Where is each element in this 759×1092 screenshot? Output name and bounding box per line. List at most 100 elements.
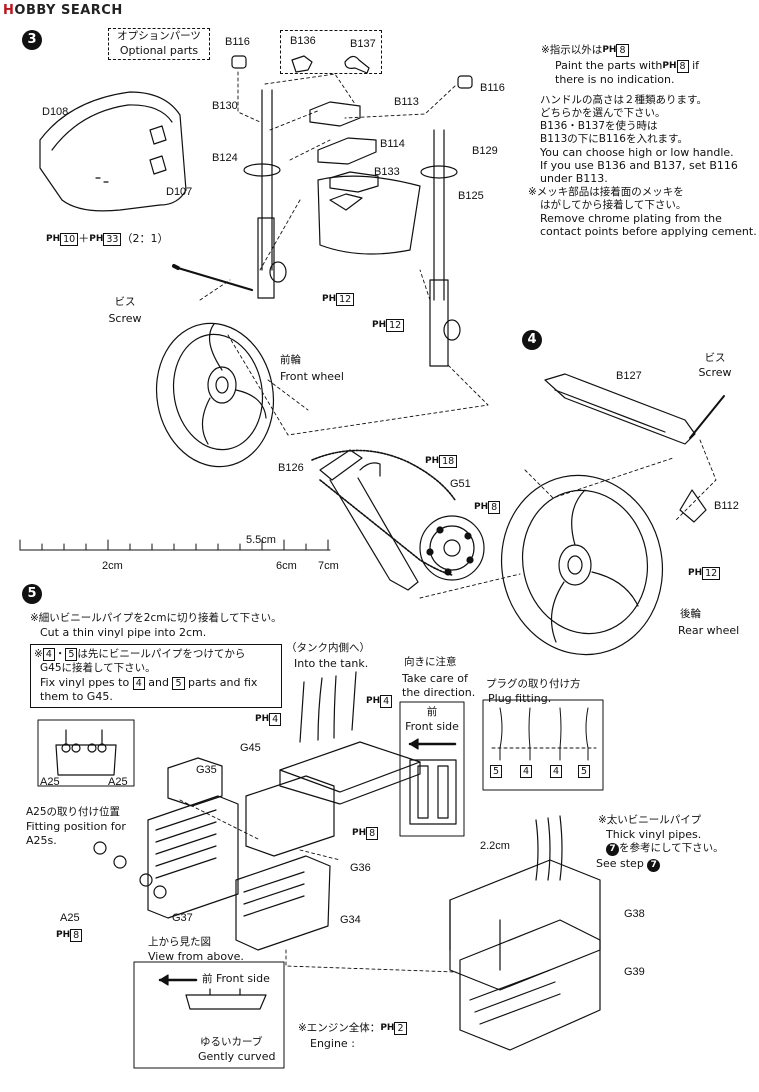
part-label-d108: D108 xyxy=(42,106,69,118)
note-handle-jp4: B113の下にB116を入れます。 xyxy=(540,133,688,145)
screw-label-en: Screw xyxy=(108,312,142,325)
note-handle-en1: You can choose high or low handle. xyxy=(540,146,734,159)
sprocket-art xyxy=(419,515,485,581)
part-label-b112: B112 xyxy=(714,500,739,512)
part-label-b125: B125 xyxy=(458,190,484,202)
ruler-label-7cm: 7cm xyxy=(318,560,339,572)
optional-parts-jp: オプションパーツ xyxy=(117,30,201,42)
plug-num-1: 5 xyxy=(490,764,503,778)
optional-parts-en: Optional parts xyxy=(119,44,199,57)
chain-art xyxy=(311,449,456,576)
a25-position-en2: A25s. xyxy=(26,834,57,847)
tank-label-en: Into the tank. xyxy=(294,657,369,670)
screw-label-jp: ビス xyxy=(114,296,136,308)
note-handle-en2: If you use B136 and B137, set B116 xyxy=(540,159,738,172)
part-label-b127: B127 xyxy=(616,370,642,382)
engine-paint-en: Engine : xyxy=(310,1037,355,1050)
part-label-g38: G38 xyxy=(624,908,645,920)
front-fork-legs xyxy=(243,89,461,367)
vinyl-note-jp: ※細いビニールパイプを2cmに切り接着して下さい。 xyxy=(30,612,282,624)
part-label-b129: B129 xyxy=(472,145,498,157)
a25-sketch xyxy=(55,729,117,776)
note-handle-en3: under B113. xyxy=(540,172,608,185)
fix-vinyl-en1: Fix vinyl ppes to 4 and 5 parts and fix xyxy=(40,676,258,690)
note-chrome-en1: Remove chrome plating from the xyxy=(540,212,722,225)
part-label-b133: B133 xyxy=(374,166,400,178)
rear-wheel-en: Rear wheel xyxy=(678,624,740,637)
part-label-b136: B136 xyxy=(290,35,316,47)
ruler-label-2cm: 2cm xyxy=(102,560,123,572)
swingarm-art xyxy=(319,373,725,591)
part-label-b124: B124 xyxy=(212,152,238,164)
front-wheel-en: Front wheel xyxy=(280,370,344,383)
length-2-2cm: 2.2cm xyxy=(480,840,510,852)
note-handle-jp1: ハンドルの高さは２種類あります。 xyxy=(540,94,707,106)
part-label-g39: G39 xyxy=(624,966,645,978)
front-wheel-art xyxy=(155,322,275,468)
plug-fitting-en: Plug fitting. xyxy=(488,692,552,705)
g35-g36-art xyxy=(167,757,335,857)
fix-vinyl-en2: them to G45. xyxy=(40,690,113,703)
step-number-4: 4 xyxy=(522,330,542,350)
front-wheel-jp: 前輪 xyxy=(280,354,301,366)
a25-position-en1: Fitting position for xyxy=(26,820,126,833)
step-number-5: 5 xyxy=(22,584,42,604)
part-label-g35: G35 xyxy=(196,764,217,776)
note-chrome-jp2: はがしてから接着して下さい。 xyxy=(540,199,687,211)
optional-parts-box xyxy=(108,28,210,60)
thick-pipe-jp: ※太いビニールパイプ xyxy=(598,814,702,826)
part-label-b126: B126 xyxy=(278,462,304,474)
fix-vinyl-note-box xyxy=(30,644,282,708)
direction-note-en2: the direction. xyxy=(402,686,476,699)
note-chrome-en2: contact points before applying cement. xyxy=(540,225,757,238)
view-above-jp: 上から見た図 xyxy=(148,936,211,948)
rear-wheel-jp: 後輪 xyxy=(680,608,701,620)
part-label-b116-2: B116 xyxy=(480,82,505,94)
optional-handle-box xyxy=(280,30,382,74)
direction-sketch xyxy=(408,738,457,825)
direction-note-jp: 向きに注意 xyxy=(404,656,457,668)
note-chrome-jp1: ※メッキ部品は接着面のメッキを xyxy=(528,186,684,198)
part-label-a25-bottom: A25 xyxy=(60,912,80,924)
part-label-g34: G34 xyxy=(340,914,361,926)
plug-num-2: 4 xyxy=(520,764,533,778)
screw2-label-jp: ビス xyxy=(704,352,726,364)
note-paint-en2: there is no indication. xyxy=(555,73,675,86)
plug-fitting-jp: プラグの取り付け方 xyxy=(486,678,581,690)
g37-g34-cylinders xyxy=(93,795,331,951)
see-step-en: See step 7 xyxy=(596,857,661,872)
curve-label-en: Gently curved xyxy=(198,1050,276,1063)
note-handle-jp3: B136・B137を使う時は xyxy=(540,120,658,132)
part-label-g37: G37 xyxy=(172,912,193,924)
a25-position-jp: A25の取り付け位置 xyxy=(26,806,121,818)
part-label-a25-left: A25 xyxy=(40,776,60,788)
view-above-en: View from above. xyxy=(148,950,244,963)
fix-vinyl-jp2: G45に接着して下さい。 xyxy=(40,662,156,674)
thick-pipe-en: Thick vinyl pipes. xyxy=(606,828,702,841)
crankcase-art xyxy=(449,815,601,1051)
measure-ruler xyxy=(19,539,331,551)
note-handle-jp2: どちらかを選んで下さい。 xyxy=(540,107,666,119)
ruler-label-6cm: 6cm xyxy=(276,560,297,572)
vinyl-note-en: Cut a thin vinyl pipe into 2cm. xyxy=(40,626,207,639)
plug-fitting-sketch xyxy=(491,707,597,761)
tank-label-jp: （タンク内側へ） xyxy=(286,642,370,654)
part-label-g51: G51 xyxy=(450,478,471,490)
front-side-jp: 前 xyxy=(426,706,438,718)
part-label-b114: B114 xyxy=(380,138,405,150)
part-label-b113: B113 xyxy=(394,96,419,108)
rear-wheel-art xyxy=(500,474,664,656)
plug-num-4: 5 xyxy=(578,764,591,778)
